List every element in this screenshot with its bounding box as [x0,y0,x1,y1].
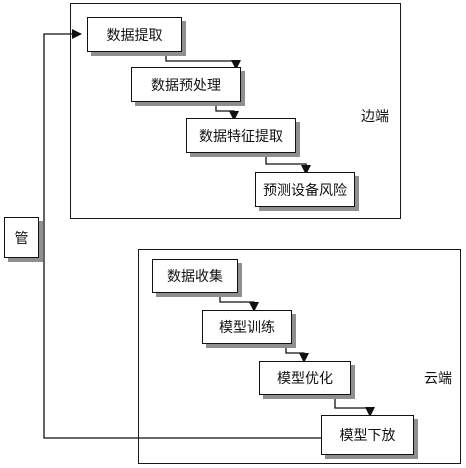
manage-node: 管 [4,217,39,258]
edge-label: 边端 [361,109,389,125]
data-collection-node: 数据收集 [152,259,238,293]
model-training-node: 模型训练 [202,310,292,344]
data-extraction-node: 数据提取 [87,17,182,52]
data-preprocessing-node: 数据预处理 [131,67,241,102]
cloud-label: 云端 [424,371,452,387]
feature-extraction-node: 数据特征提取 [186,118,296,153]
model-optimization-node: 模型优化 [259,361,351,395]
risk-prediction-node: 预测设备风险 [255,172,355,207]
model-deployment-node: 模型下放 [321,415,414,455]
